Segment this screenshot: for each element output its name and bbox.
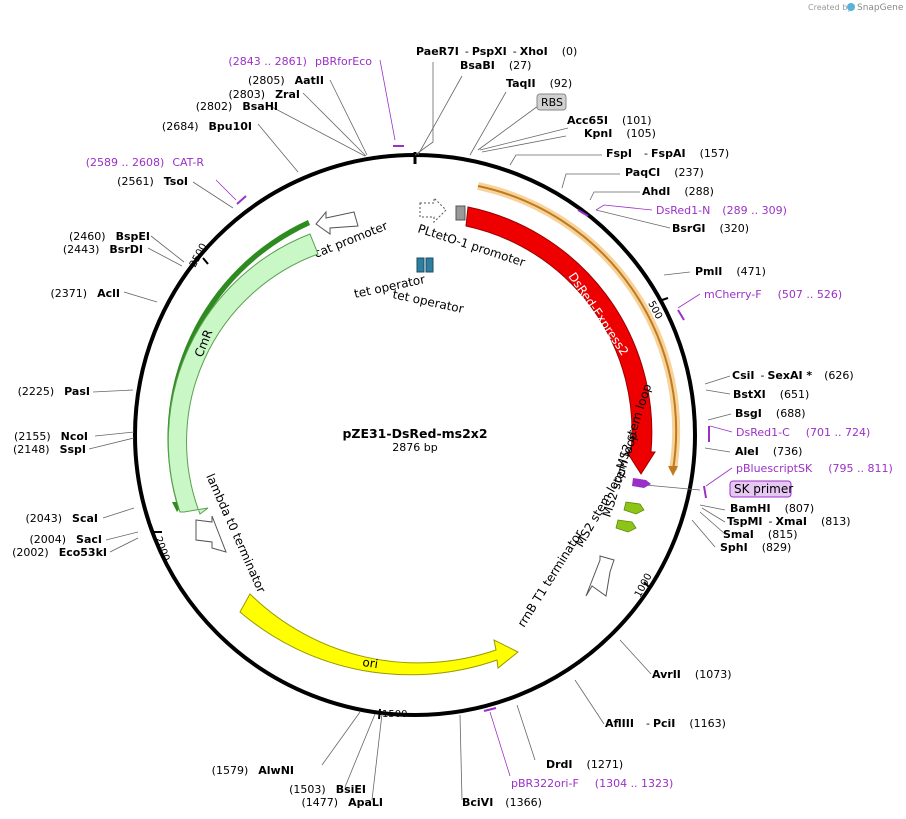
site-label: BsaBI(27): [460, 59, 531, 72]
site-label: (2148)SspI: [13, 443, 86, 456]
ms2-label-3: MS2 stem loop: [572, 466, 629, 550]
primer-label: DsRed1-C(701 .. 724): [736, 426, 870, 439]
primer-label: (2589 .. 2608)CAT-R: [86, 156, 205, 169]
site-label: KpnI(105): [584, 127, 656, 140]
scale-ticks: [153, 257, 669, 720]
plasmid-size: 2876 bp: [392, 441, 437, 454]
site-label: (2002)Eco53kI: [12, 546, 107, 559]
rbs-label: RBS: [541, 96, 563, 109]
pointer-lines: [88, 62, 732, 801]
snapgene-credit: Created by SnapGene: [808, 3, 904, 13]
site-label: SphI(829): [720, 541, 791, 554]
tick-2500: 2500: [188, 242, 210, 270]
site-label: TaqII(92): [506, 77, 572, 90]
site-label: (2803)ZraI: [229, 88, 301, 101]
site-label: (2684)Bpu10I: [162, 120, 252, 133]
plasmid-title: pZE31-DsRed-ms2x2: [342, 426, 487, 441]
site-label: (1477)ApaLI: [302, 796, 384, 809]
primer-mark-dsred1-n: [577, 209, 589, 217]
dsred-express2-arrow: [465, 206, 656, 475]
site-label: (1579)AlwNI: [212, 764, 294, 777]
site-label: BamHI(807): [730, 502, 814, 515]
site-label: BsrGI(320): [672, 222, 749, 235]
cat-promoter-arrow: [315, 210, 359, 235]
site-label: AleI(736): [735, 445, 802, 458]
primer-label: (2843 .. 2861)pBRforEco: [228, 55, 372, 68]
left-site-labels: (2805)AatII (2803)ZraI (2802)BsaHI (2684…: [12, 74, 383, 809]
rrnb-terminator-arrow: [585, 555, 615, 597]
primer-label: mCherry-F(507 .. 526): [704, 288, 842, 301]
site-label: (2371)AclI: [51, 287, 120, 300]
tick-1500: 1500: [382, 709, 407, 720]
site-label: PmlI(471): [695, 265, 766, 278]
site-label: BstXI(651): [733, 388, 809, 401]
snapgene-logo-icon: [847, 3, 855, 11]
site-label: (2225)PasI: [18, 385, 90, 398]
ms2-stem-loop-2: [615, 519, 637, 533]
ori-arrow: [239, 593, 519, 676]
site-label: AhdI(288): [642, 185, 714, 198]
site-label: AvrII(1073): [652, 668, 731, 681]
pltet-box: [455, 205, 466, 221]
tet-operator-box-2: [425, 257, 434, 273]
site-label: PaqCI(237): [625, 166, 704, 179]
site-label: AflIII-PciI(1163): [605, 717, 726, 730]
primer-labels: (2843 .. 2861)pBRforEco (2589 .. 2608)CA…: [86, 55, 893, 790]
snapgene-brand: SnapGene: [857, 3, 904, 13]
tick-2000: 2000: [152, 535, 171, 563]
site-label: (2460)BspEI: [69, 230, 150, 243]
site-label: Acc65I(101): [567, 114, 652, 127]
site-label: SmaI(815): [723, 528, 798, 541]
sk-primer-badge: [729, 480, 792, 498]
cmr-arrow: [167, 233, 319, 515]
site-label: DrdI(1271): [546, 758, 623, 771]
ms2-marker-purple: [632, 478, 651, 488]
sk-primer-label: SK primer: [734, 482, 793, 496]
pltet-arrow: [419, 196, 447, 224]
site-label: PaeR7I-PspXI-XhoI(0): [416, 45, 577, 58]
site-label: CsiI-SexAI *(626): [732, 369, 854, 382]
primer-mark-mcherry-f: [677, 309, 685, 321]
ms2-stem-loop-1: [623, 501, 645, 515]
ori-label: ori: [362, 655, 379, 671]
site-label: BciVI(1366): [462, 796, 542, 809]
right-site-labels: PaeR7I-PspXI-XhoI(0) BsaBI(27) TaqII(92)…: [416, 45, 854, 809]
mcherry-arrowhead: [668, 466, 678, 476]
primer-label: pBluescriptSK(795 .. 811): [736, 462, 893, 475]
mcherry-arc: [477, 185, 678, 471]
site-label: (2802)BsaHI: [196, 100, 278, 113]
site-label: TspMI-XmaI(813): [727, 515, 851, 528]
credit-label: Created by: [808, 3, 852, 12]
lambda-terminator-arrow: [195, 515, 227, 553]
site-label: (2805)AatII: [248, 74, 324, 87]
site-label: FspI-FspAI(157): [606, 147, 729, 160]
site-label: (2443)BsrDI: [63, 243, 143, 256]
site-label: (2043)ScaI: [25, 512, 98, 525]
rbs-badge: [536, 93, 567, 111]
primer-mark-pbr322ori-f: [483, 707, 497, 712]
primer-label: DsRed1-N(289 .. 309): [656, 204, 787, 217]
site-label: (1503)BsiEI: [289, 783, 366, 796]
site-label: (2155)NcoI: [14, 430, 88, 443]
primer-mark-pbluescriptsk: [703, 485, 707, 499]
site-label: (2561)TsoI: [117, 175, 188, 188]
tet-operator-label-2: tet operator: [391, 287, 465, 316]
tet-operator-box-1: [416, 257, 425, 273]
primer-marks: [215, 59, 733, 777]
primer-mark-cat-r: [236, 195, 247, 205]
site-label: BsgI(688): [735, 407, 806, 420]
dsred-label: DsRed-Express2: [566, 270, 632, 358]
primer-label: pBR322ori-F(1304 .. 1323): [511, 777, 673, 790]
site-label: (2004)SacI: [29, 533, 102, 546]
